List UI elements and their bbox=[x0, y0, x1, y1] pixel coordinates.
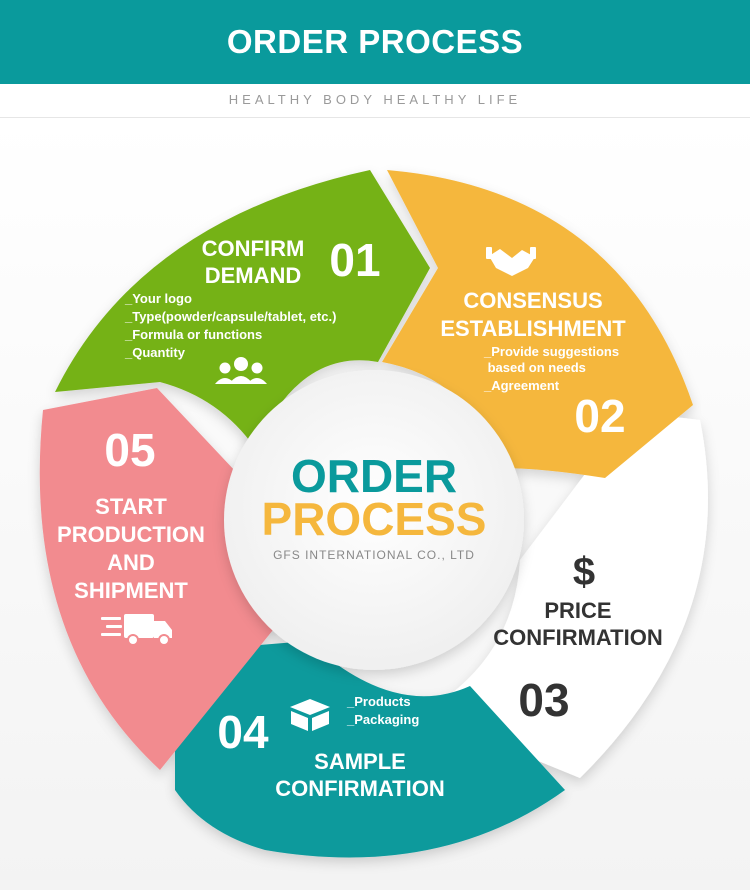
step-01-title-line1: CONFIRM bbox=[202, 236, 305, 261]
step-05-title-line1: START bbox=[95, 494, 167, 519]
page-title: ORDER PROCESS bbox=[226, 23, 524, 60]
step-01-detail: _Type(powder/capsule/tablet, etc.) bbox=[124, 309, 336, 324]
dollar-icon: $ bbox=[573, 550, 595, 594]
step-03-segment bbox=[440, 412, 708, 778]
center-company: GFS INTERNATIONAL CO., LTD bbox=[273, 548, 475, 562]
step-02-detail: _Agreement bbox=[483, 378, 560, 393]
step-05-number: 05 bbox=[104, 424, 155, 476]
step-04-detail: _Products bbox=[346, 694, 411, 709]
step-03-title-line2: CONFIRMATION bbox=[493, 625, 662, 650]
divider bbox=[0, 117, 750, 118]
step-04-title-line2: CONFIRMATION bbox=[275, 776, 444, 801]
center-title-process: PROCESS bbox=[262, 493, 487, 545]
header-bar: ORDER PROCESS bbox=[0, 0, 750, 84]
step-02-title-line2: ESTABLISHMENT bbox=[440, 316, 626, 341]
truck-icon bbox=[101, 614, 172, 646]
step-04-number: 04 bbox=[217, 706, 269, 758]
step-03-title-line1: PRICE bbox=[544, 598, 611, 623]
step-04-detail: _Packaging bbox=[346, 712, 419, 727]
users-icon bbox=[215, 357, 267, 384]
step-02-number: 02 bbox=[574, 390, 625, 442]
step-02-segment bbox=[382, 170, 693, 478]
step-05-title-line3: AND bbox=[107, 550, 155, 575]
step-04-title-line1: SAMPLE bbox=[314, 749, 406, 774]
step-01-title-line2: DEMAND bbox=[205, 263, 302, 288]
center-circle bbox=[224, 370, 524, 670]
step-01-detail: _Quantity bbox=[124, 345, 186, 360]
handshake-icon bbox=[486, 247, 536, 276]
step-05-title-line2: PRODUCTION bbox=[57, 522, 205, 547]
step-02-title-line1: CONSENSUS bbox=[463, 288, 602, 313]
step-03-number: 03 bbox=[518, 674, 569, 726]
box-icon bbox=[290, 699, 330, 731]
step-04-segment bbox=[175, 641, 565, 858]
tagline: HEALTHY BODY HEALTHY LIFE bbox=[228, 92, 522, 107]
step-02-detail: based on needs bbox=[484, 360, 586, 375]
step-05-segment bbox=[39, 388, 277, 770]
step-01-detail: _Your logo bbox=[124, 291, 192, 306]
process-diagram: ORDER PROCESS GFS INTERNATIONAL CO., LTD… bbox=[39, 170, 708, 858]
step-01-segment bbox=[55, 170, 430, 448]
step-02-detail: _Provide suggestions bbox=[483, 344, 619, 359]
step-01-number: 01 bbox=[329, 234, 380, 286]
step-05-title-line4: SHIPMENT bbox=[74, 578, 188, 603]
diagram-stage: ORDER PROCESS GFS INTERNATIONAL CO., LTD… bbox=[0, 118, 750, 890]
step-01-detail: _Formula or functions bbox=[124, 327, 262, 342]
center-title-order: ORDER bbox=[291, 450, 457, 502]
